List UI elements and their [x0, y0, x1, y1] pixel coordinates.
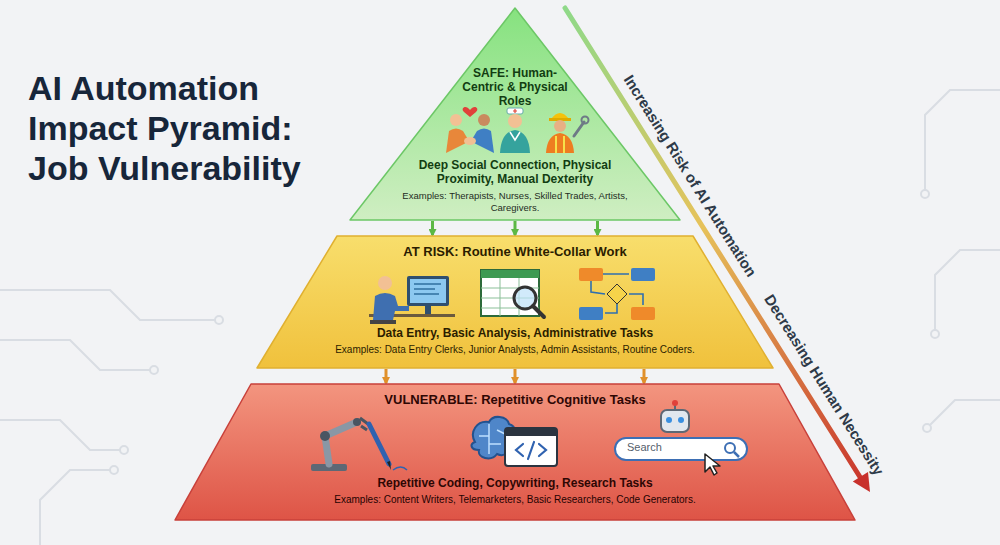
tier-traits: Repetitive Coding, Copywriting, Research… [285, 476, 745, 491]
tier-examples: Examples: Therapists, Nurses, Skilled Tr… [378, 190, 652, 214]
safe-tier: SAFE: Human-Centric & Physical RolesDeep… [350, 8, 680, 220]
tier-examples: Examples: Content Writers, Telemarketers… [235, 494, 795, 506]
at-risk-tier: AT RISK: Routine White-Collar WorkData E… [257, 236, 773, 368]
tier-heading: AT RISK: Routine White-Collar Work [350, 244, 680, 260]
tier-arrow [514, 221, 517, 235]
safe-icons [350, 8, 680, 220]
tier-arrow [514, 369, 517, 383]
search-text: Search [627, 441, 662, 454]
tier-heading: SAFE: Human-Centric & Physical Roles [458, 66, 572, 108]
tier-traits: Deep Social Connection, Physical Proximi… [413, 158, 618, 186]
tier-arrow [643, 369, 646, 383]
tier-arrow [385, 369, 388, 383]
tier-heading: VULNERABLE: Repetitive Cognitive Tasks [315, 392, 715, 408]
tier-examples: Examples: Data Entry Clerks, Junior Anal… [285, 344, 745, 356]
tier-arrow [596, 221, 599, 235]
tier-traits: Data Entry, Basic Analysis, Administrati… [315, 326, 715, 341]
tier-arrow [431, 221, 434, 235]
vulnerable-tier: VULNERABLE: Repetitive Cognitive TasksRe… [175, 384, 855, 520]
diagram-title: AI Automation Impact Pyramid: Job Vulner… [28, 68, 348, 188]
